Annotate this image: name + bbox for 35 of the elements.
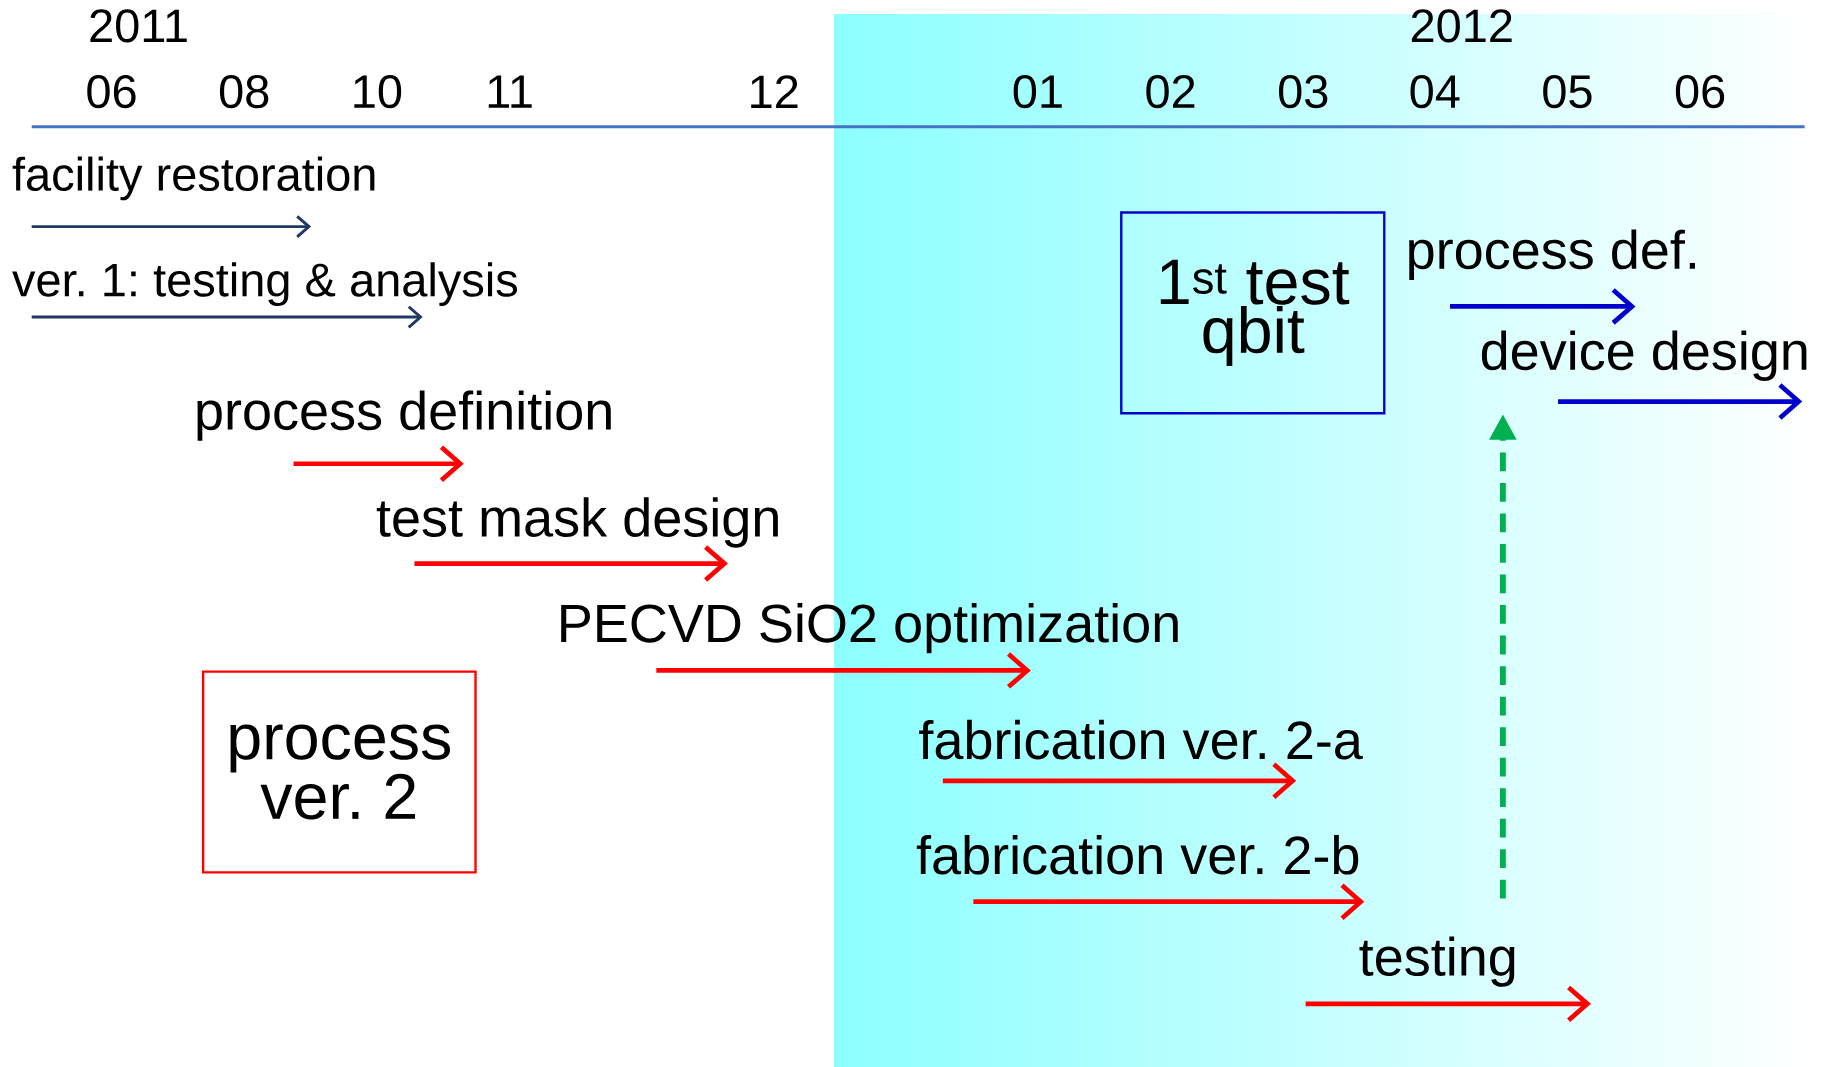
duration-arrow [1450,288,1636,325]
duration-arrow [1305,985,1591,1022]
year-label: 2011 [90,9,187,43]
duration-arrow [293,445,464,482]
month-label: 06 [87,74,136,109]
duration-arrow [31,305,423,329]
month-label: 11 [488,75,532,108]
milestone-box: process ver. 2 [201,670,477,874]
duration-arrow [656,652,1031,689]
task-label: fabrication ver. 2-a [919,719,1363,760]
task-label: test mask design [376,497,778,548]
duration-arrow [1558,383,1803,420]
task-label: PECVD SiO2 optimization [561,602,1178,654]
task-label: ver. 1: testing & analysis [12,262,518,306]
task-label: device design [1481,330,1807,381]
month-label: 01 [1013,74,1062,109]
duration-arrow [31,215,312,238]
task-label: process definition [197,390,611,441]
milestone-box: 1$^{st}$ test qbit [1120,211,1386,415]
duration-arrow [973,883,1365,920]
duration-arrow [414,545,728,582]
month-label: 03 [1279,74,1328,109]
task-label: process def. [1409,229,1695,280]
year-label: 2012 [1411,9,1512,43]
month-label: 08 [219,74,269,109]
month-label: 12 [751,75,798,108]
task-label: fabrication ver. 2-b [916,834,1359,875]
month-label: 05 [1543,74,1592,109]
month-label: 04 [1410,74,1460,109]
month-label: 06 [1675,74,1725,109]
month-label: 02 [1146,74,1195,109]
task-label: testing [1359,936,1515,987]
task-label: facility restoration [12,156,375,201]
month-label: 10 [354,74,402,109]
duration-arrow [942,762,1297,799]
